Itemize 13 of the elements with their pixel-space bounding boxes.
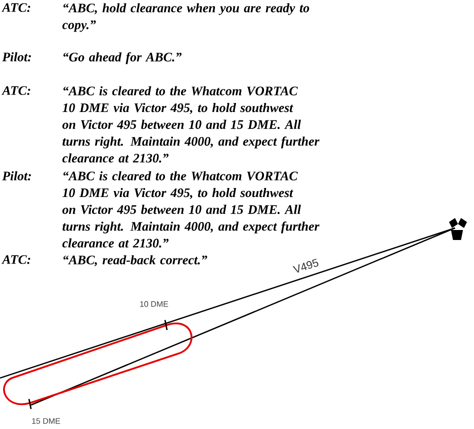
speaker-label: Pilot: (2, 171, 31, 180)
speaker-label: Pilot: (2, 52, 31, 62)
speaker-label: ATC: (2, 3, 30, 12)
dme-label: 15 DME (32, 418, 60, 424)
transmission-text: “ABC, hold clearance when you are ready to copy.” (62, 3, 310, 32)
transmission-text: “Go ahead for ABC.” (63, 52, 182, 64)
transmission-text: “ABC, read-back correct.” (63, 255, 208, 266)
speaker-label: ATC: (2, 86, 30, 95)
transmission-text: “ABC is cleared to the Whatcom VORTAC 10 DME via Victor 495, to hold southwest on Victor 495 between 10 and 15 DME. All turns right. Maintain 4000, and expect further clearance at 2130.” (62, 171, 320, 248)
speaker-label: ATC: (2, 255, 30, 264)
transmission-text: “ABC is cleared to the Whatcom VORTAC 10 DME via Victor 495, to hold southwest on Victor 495 between 10 and 15 DME. All turns right. Maintain 4000, and expect further clearance at 2130.” (62, 86, 320, 163)
airway-label: V495 (292, 258, 318, 273)
dme-label: 10 DME (140, 301, 168, 307)
